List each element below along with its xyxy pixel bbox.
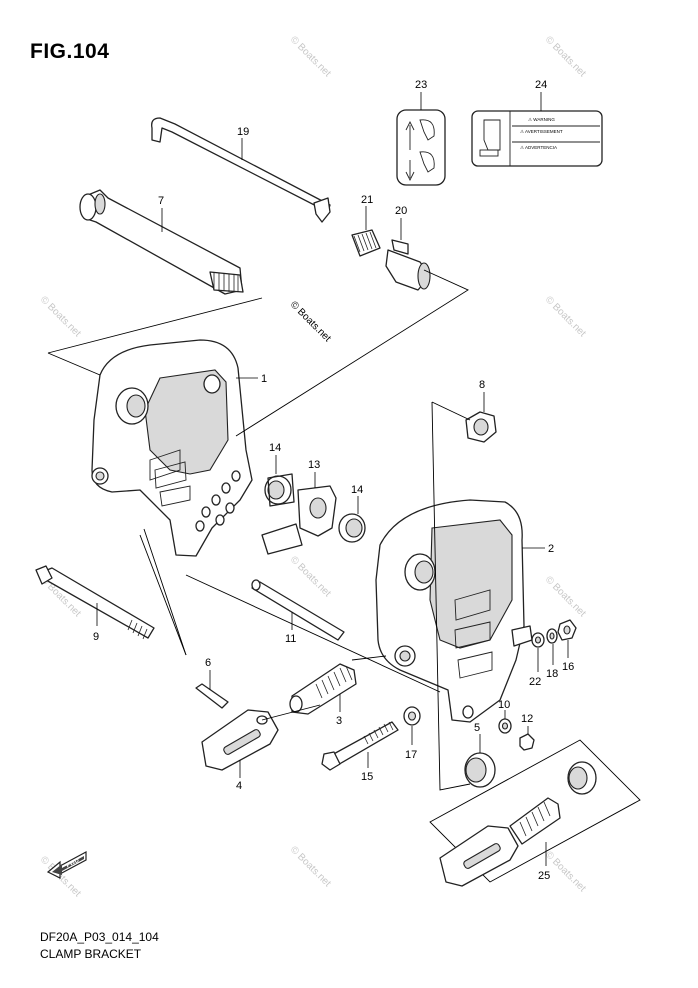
part-2-clamp-bracket-starboard: 2: [375, 499, 554, 723]
watermark: © Boats.net: [288, 554, 333, 599]
label-advertencia: ⚠ ADVERTENCIA: [520, 145, 557, 150]
part-8-nut: 8: [465, 379, 497, 443]
part-19-tilt-rod: 19: [151, 117, 331, 223]
callout-21: 21: [361, 194, 373, 206]
assembly-guides: [47, 269, 471, 791]
part-14-bushing-upper: 14: [264, 442, 295, 507]
callout-9: 9: [93, 631, 99, 643]
callout-15: 15: [361, 771, 373, 783]
part-23-tilt-label: 23: [396, 79, 446, 186]
part-21-spring: 21: [351, 194, 381, 257]
callout-5: 5: [474, 722, 480, 734]
part-14-bushing-lower: 14: [338, 484, 366, 543]
callout-25: 25: [538, 870, 550, 882]
callout-13: 13: [308, 459, 320, 471]
callout-1: 1: [261, 373, 267, 385]
watermark: © Boats.net: [543, 574, 588, 619]
label-warning: ⚠ WARNING: [528, 117, 555, 122]
part-12-nut: 12: [519, 713, 535, 751]
fwd-arrow-icon: FWD: [46, 850, 87, 879]
diagram-code: DF20A_P03_014_104: [40, 930, 159, 944]
watermark-center: © Boats.net: [288, 299, 333, 344]
callout-12: 12: [521, 713, 533, 725]
callout-16: 16: [562, 661, 574, 673]
callout-23: 23: [415, 79, 427, 91]
part-22-washer: 22: [529, 632, 545, 688]
watermark: © Boats.net: [543, 34, 588, 79]
callout-3: 3: [336, 715, 342, 727]
callout-24: 24: [535, 79, 547, 91]
callout-14-upper: 14: [269, 442, 281, 454]
part-20-plunger: 20: [385, 205, 431, 291]
part-16-nut: 16: [557, 619, 577, 673]
part-11-pin: 11: [251, 579, 345, 645]
callout-4: 4: [236, 780, 242, 792]
part-5-cap: 5: [464, 722, 496, 788]
part-17-washer: 17: [403, 706, 421, 761]
part-25-adjust-rod-assy: 25: [429, 739, 641, 887]
part-4-adjust-plate: 4: [201, 709, 279, 792]
figure-title: FIG.104: [30, 40, 110, 63]
callout-11: 11: [285, 633, 296, 645]
part-10-washer: 10: [498, 699, 512, 734]
callout-10: 10: [498, 699, 510, 711]
callout-2: 2: [548, 543, 554, 555]
callout-19: 19: [237, 126, 249, 138]
label-avertissement: ⚠ AVERTISSEMENT: [520, 129, 563, 134]
watermark: © Boats.net: [288, 844, 333, 889]
callout-22: 22: [529, 676, 541, 688]
part-3-adjust-rod: 3: [289, 663, 357, 727]
part-7-clamp-shaft: 7: [79, 189, 244, 295]
part-13-stopper: 13: [261, 459, 337, 555]
watermark: © Boats.net: [38, 294, 83, 339]
part-9-long-bolt: 9: [35, 565, 155, 643]
part-6-pin: 6: [195, 657, 229, 709]
watermark: © Boats.net: [288, 34, 333, 79]
watermark: © Boats.net: [543, 294, 588, 339]
callout-6: 6: [205, 657, 211, 669]
callout-8: 8: [479, 379, 485, 391]
part-18-washer: 18: [546, 628, 558, 680]
diagram-name: CLAMP BRACKET: [40, 947, 142, 961]
callout-17: 17: [405, 749, 417, 761]
callout-20: 20: [395, 205, 407, 217]
part-24-warning-label: ⚠ WARNING ⚠ AVERTISSEMENT ⚠ ADVERTENCIA …: [471, 79, 603, 167]
callout-7: 7: [158, 195, 164, 207]
part-15-bolt: 15: [321, 721, 399, 783]
callout-18: 18: [546, 668, 558, 680]
callout-14-lower: 14: [351, 484, 363, 496]
part-1-clamp-bracket-port: 1: [91, 339, 267, 557]
